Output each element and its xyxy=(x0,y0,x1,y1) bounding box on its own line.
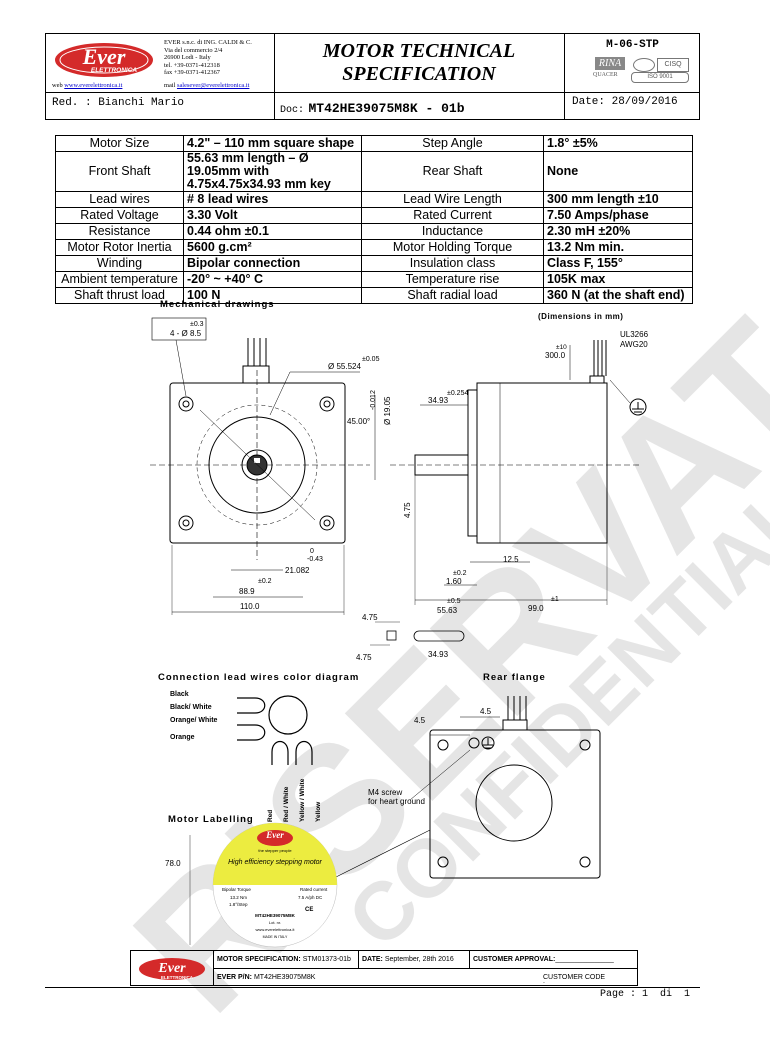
svg-text:Rated current: Rated current xyxy=(300,887,328,892)
svg-text:34.93: 34.93 xyxy=(428,396,449,405)
rear-flange xyxy=(409,696,601,879)
svg-text:CE: CE xyxy=(305,907,313,913)
svg-text:4.75: 4.75 xyxy=(356,653,372,662)
svg-text:300.0: 300.0 xyxy=(545,351,566,360)
svg-text:High efficiency stepping motor: High efficiency stepping motor xyxy=(228,859,322,866)
svg-text:Black/ White: Black/ White xyxy=(170,704,212,711)
svg-text:99.0: 99.0 xyxy=(528,604,544,613)
mech-title: Mechanical drawings xyxy=(160,299,275,310)
page-number: Page : 1 di 1 xyxy=(600,989,691,1000)
svg-text:ELETTRONICA: ELETTRONICA xyxy=(161,975,194,980)
svg-text:4.75: 4.75 xyxy=(362,613,378,622)
svg-text:45.00°: 45.00° xyxy=(347,417,370,426)
web-link[interactable]: www.everelettronica.it xyxy=(64,82,123,89)
svg-text:Yellow / White: Yellow / White xyxy=(299,778,306,822)
motor-label-disc xyxy=(212,822,338,948)
footer-box: Ever ELETTRONICA MOTOR SPECIFICATION: ST… xyxy=(130,950,638,988)
logo-sub: ELETTRONICA xyxy=(91,67,138,74)
web-line: web www.everelettronica.it xyxy=(52,82,123,89)
dim-1905: Ø 19.05 xyxy=(383,396,392,425)
svg-text:±0.5: ±0.5 xyxy=(447,598,461,605)
svg-text:-0.43: -0.43 xyxy=(307,556,323,563)
doc-line: Doc: MT42HE39075M8K - 01b xyxy=(280,101,465,116)
rear-title: Rear flange xyxy=(483,672,546,683)
red-label: Red. : Bianchi Mario xyxy=(52,97,185,109)
svg-text:Orange: Orange xyxy=(170,734,195,741)
svg-text:Red / White: Red / White xyxy=(283,786,290,822)
svg-text:UL3266: UL3266 xyxy=(620,330,649,339)
svg-text:M4 screw: M4 screw xyxy=(368,788,402,797)
svg-text:Bipolar Torque: Bipolar Torque xyxy=(222,887,251,892)
svg-text:MT42HE39075M8K: MT42HE39075M8K xyxy=(255,913,296,918)
doc-title: MOTOR TECHNICAL SPECIFICATION xyxy=(322,40,516,85)
svg-text:Black: Black xyxy=(170,691,189,698)
label-logo-word: Ever xyxy=(266,830,284,840)
dim-55: Ø 55.524 xyxy=(328,362,361,371)
date-label: Date: 28/09/2016 xyxy=(572,96,678,108)
mail-line: mail salesever@everelettronica.it xyxy=(164,82,250,89)
svg-text:12.5: 12.5 xyxy=(503,555,519,564)
svg-text:±1: ±1 xyxy=(551,596,559,603)
dims-note: (Dimensions in mm) xyxy=(538,312,623,321)
key-detail xyxy=(370,621,465,646)
mail-link[interactable]: salesever@everelettronica.it xyxy=(176,82,250,89)
svg-text:AWG20: AWG20 xyxy=(620,340,648,349)
hole-label: 4 - Ø 8.5 xyxy=(170,329,202,338)
footer-logo: Ever ELETTRONICA xyxy=(139,958,205,980)
label-title: Motor Labelling xyxy=(168,814,254,825)
logo-word: Ever xyxy=(82,44,126,69)
svg-text:78.0: 78.0 xyxy=(165,859,181,868)
svg-text:www.everelettronica.it: www.everelettronica.it xyxy=(256,927,296,932)
svg-text:21.082: 21.082 xyxy=(285,566,310,575)
svg-text:±0.2: ±0.2 xyxy=(453,570,467,577)
svg-text:55.63: 55.63 xyxy=(437,606,458,615)
svg-text:Orange/ White: Orange/ White xyxy=(170,717,218,724)
svg-text:4.5: 4.5 xyxy=(414,716,426,725)
svg-text:1.8°/Step: 1.8°/Step xyxy=(229,902,248,907)
svg-text:34.93: 34.93 xyxy=(428,650,449,659)
doc-code: M-06-STP xyxy=(606,39,659,51)
svg-text:0: 0 xyxy=(310,548,314,555)
svg-text:±0.254: ±0.254 xyxy=(447,390,468,397)
svg-text:Lot. nr.: Lot. nr. xyxy=(269,920,281,925)
cert-logos: RINA QUACER CISQ ISO 9001 xyxy=(591,55,701,85)
svg-text:MADE IN ITALY: MADE IN ITALY xyxy=(263,935,288,939)
svg-text:Red: Red xyxy=(267,810,274,822)
svg-text:±0.2: ±0.2 xyxy=(258,578,272,585)
svg-text:13.2 Nm: 13.2 Nm xyxy=(230,895,247,900)
svg-text:110.0: 110.0 xyxy=(240,602,260,611)
svg-text:4.5: 4.5 xyxy=(480,707,492,716)
svg-text:88.9: 88.9 xyxy=(239,587,255,596)
svg-text:±0.05: ±0.05 xyxy=(362,356,380,363)
svg-text:1.60: 1.60 xyxy=(446,577,462,586)
header-box: Ever ELETTRONICA EVER s.n.c. di ING. CAL… xyxy=(45,33,700,120)
wiring-diagram: Connection lead wires color diagram Blac… xyxy=(158,672,601,948)
svg-text:for heart ground: for heart ground xyxy=(368,797,425,806)
wiring-title: Connection lead wires color diagram xyxy=(158,672,359,683)
front-view xyxy=(150,317,376,615)
svg-text:±0.3: ±0.3 xyxy=(190,321,204,328)
svg-text:-0.012: -0.012 xyxy=(370,390,377,410)
svg-text:Ever: Ever xyxy=(157,961,186,976)
company-address: EVER s.n.c. di ING. CALDI & C. Via del c… xyxy=(164,39,252,77)
svg-text:7.5 A/ph DC: 7.5 A/ph DC xyxy=(298,895,323,900)
doc-value: MT42HE39075M8K - 01b xyxy=(308,101,465,116)
svg-text:4.75: 4.75 xyxy=(403,502,412,518)
side-view xyxy=(390,340,647,605)
ever-logo: Ever ELETTRONICA xyxy=(55,43,153,77)
mechanical-drawing: Mechanical drawings (Dimensions in mm) ±… xyxy=(150,299,649,662)
svg-text:±10: ±10 xyxy=(556,344,567,351)
svg-text:Yellow: Yellow xyxy=(315,801,322,822)
svg-text:the stepper people: the stepper people xyxy=(258,848,292,853)
